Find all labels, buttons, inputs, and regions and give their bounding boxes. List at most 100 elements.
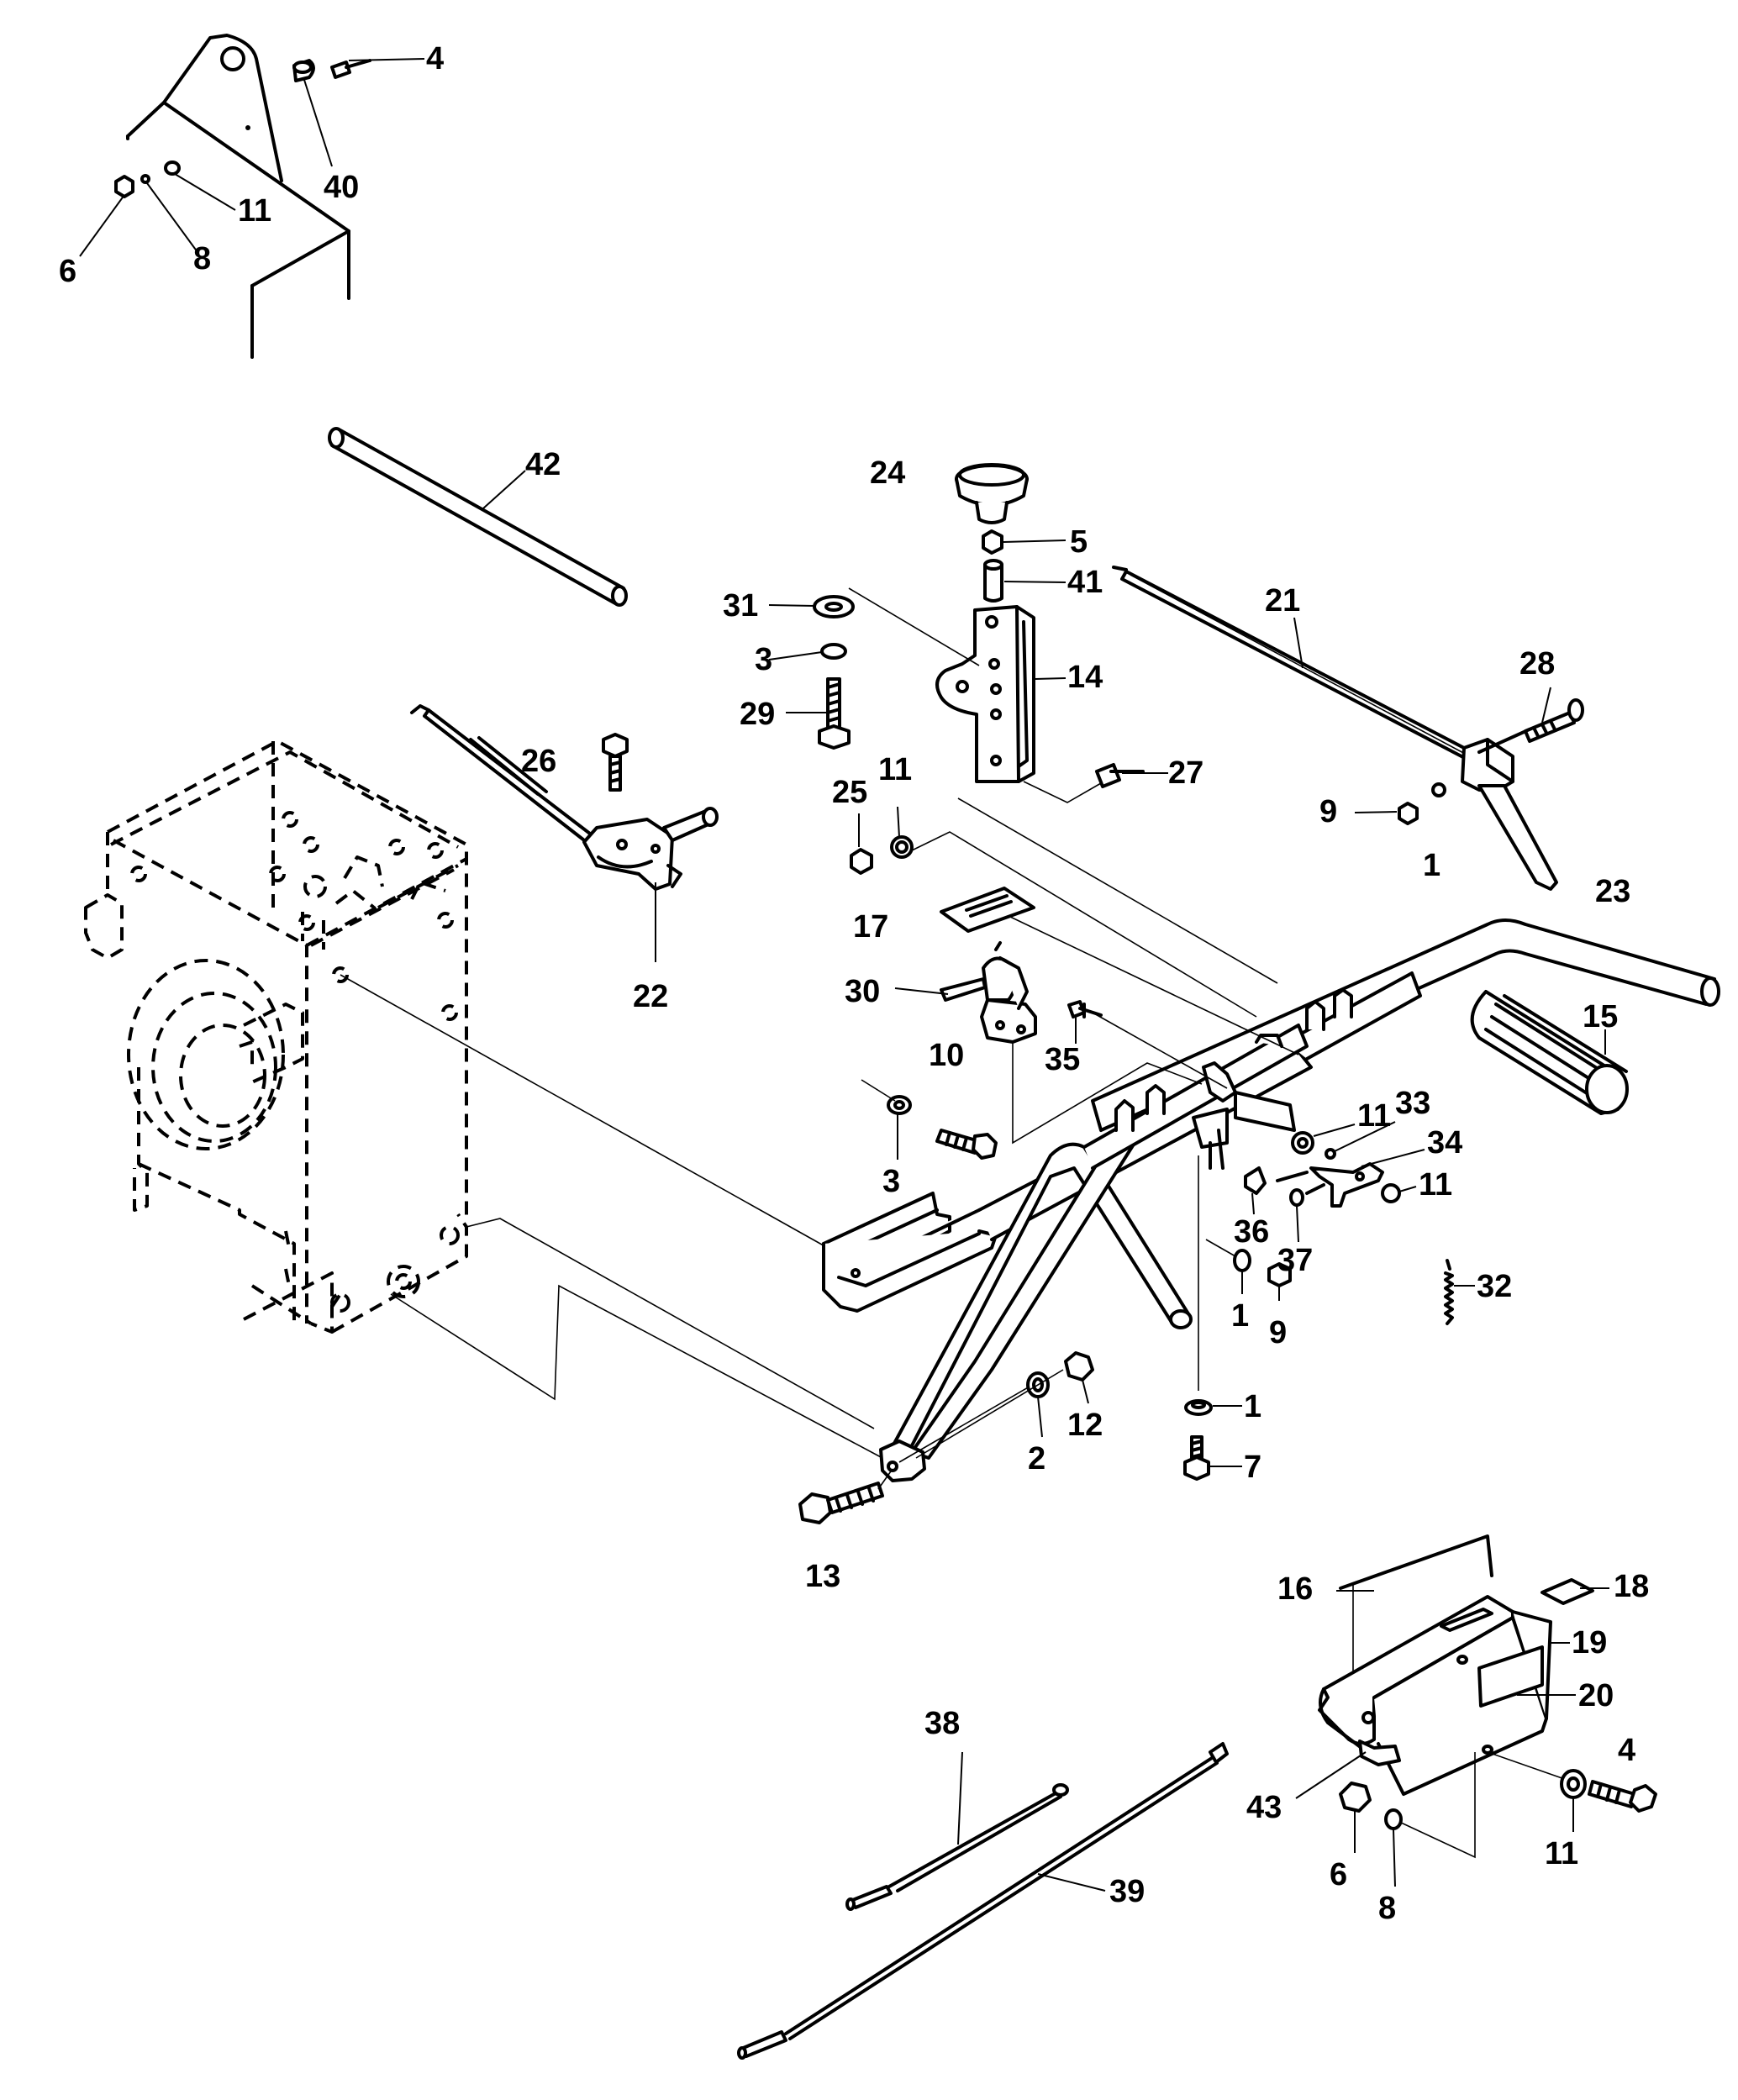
callout-11-c: 11 xyxy=(1357,1098,1391,1134)
screw-4-top xyxy=(330,59,371,79)
callout-7: 7 xyxy=(1244,1450,1261,1485)
knob-24 xyxy=(955,463,1029,524)
rod-38 xyxy=(845,1783,1069,1911)
callout-8-bottom: 8 xyxy=(1378,1891,1396,1926)
callout-26: 26 xyxy=(521,744,556,779)
callout-18: 18 xyxy=(1614,1569,1649,1604)
bolt-left-mid xyxy=(935,1129,998,1160)
bracket-34 xyxy=(1309,1162,1384,1208)
washer-11-d xyxy=(1381,1183,1401,1203)
callout-3-upper: 3 xyxy=(755,642,772,677)
screw-37 xyxy=(1276,1171,1325,1207)
callout-17: 17 xyxy=(853,909,888,945)
clip-40 xyxy=(292,59,315,82)
decal-18 xyxy=(1540,1578,1594,1605)
callout-42: 42 xyxy=(525,447,561,482)
nut-9-lower xyxy=(1267,1262,1292,1287)
callout-25: 25 xyxy=(832,775,867,810)
washer-1-right xyxy=(1431,782,1446,797)
bolt-13 xyxy=(798,1482,884,1524)
callout-1-mid: 1 xyxy=(1231,1298,1249,1334)
callout-22: 22 xyxy=(633,979,668,1014)
callout-38: 38 xyxy=(924,1706,960,1741)
bracket-14 xyxy=(935,605,1066,783)
nut-6-bottom xyxy=(1339,1782,1372,1813)
bolt-4-lower xyxy=(1588,1780,1657,1813)
lever-23 xyxy=(1461,738,1558,891)
washer-11-e xyxy=(1560,1769,1587,1799)
callout-23: 23 xyxy=(1595,874,1630,909)
callout-12: 12 xyxy=(1067,1408,1103,1443)
callout-2: 2 xyxy=(1028,1441,1045,1476)
callout-1-bottom: 1 xyxy=(1244,1389,1261,1424)
callout-11-top: 11 xyxy=(238,193,271,229)
screw-28 xyxy=(1477,698,1584,754)
callout-10: 10 xyxy=(929,1038,964,1073)
screw-27 xyxy=(1095,763,1145,788)
nut-5 xyxy=(982,529,1003,555)
spacer-41 xyxy=(983,559,1003,603)
washer-11-top xyxy=(164,161,181,176)
housing-19 xyxy=(1318,1595,1552,1796)
callout-labels: 4 40 11 6 8 42 24 5 41 31 3 14 29 21 28 … xyxy=(59,41,1649,1926)
decal-17 xyxy=(940,887,1035,933)
lock-washer-3-upper xyxy=(820,643,847,660)
clip-36 xyxy=(1244,1166,1267,1195)
callout-16: 16 xyxy=(1277,1571,1313,1607)
callout-27: 27 xyxy=(1168,755,1203,791)
callout-6-bottom: 6 xyxy=(1330,1857,1347,1892)
callout-11-d: 11 xyxy=(1419,1167,1452,1203)
callout-9-lower: 9 xyxy=(1269,1315,1287,1350)
callout-14: 14 xyxy=(1067,660,1103,695)
switch-30 xyxy=(940,941,1037,1044)
callout-4-top: 4 xyxy=(426,41,444,76)
nut-25 xyxy=(850,848,873,875)
callout-28: 28 xyxy=(1519,646,1555,682)
callout-37: 37 xyxy=(1277,1243,1313,1278)
inset-chassis-corner xyxy=(79,34,425,359)
callout-8-top: 8 xyxy=(193,241,211,276)
callout-33: 33 xyxy=(1395,1086,1430,1121)
handle-frame xyxy=(822,918,1720,1482)
callout-9-right: 9 xyxy=(1319,794,1337,829)
callout-4-lower: 4 xyxy=(1618,1733,1635,1768)
tube-42 xyxy=(328,427,628,607)
callout-24: 24 xyxy=(870,455,905,491)
callout-39: 39 xyxy=(1109,1874,1145,1909)
rod-39 xyxy=(737,1742,1229,2060)
callout-34: 34 xyxy=(1427,1125,1462,1161)
washer-11-c xyxy=(1291,1131,1314,1155)
callout-11-e: 11 xyxy=(1545,1836,1578,1871)
callout-6-top: 6 xyxy=(59,254,76,289)
callout-21: 21 xyxy=(1265,583,1300,618)
callout-15: 15 xyxy=(1583,999,1618,1034)
callout-31: 31 xyxy=(723,588,758,624)
callout-30: 30 xyxy=(845,974,880,1009)
callout-43: 43 xyxy=(1246,1790,1282,1825)
nut-6-top xyxy=(114,175,134,198)
lock-washer-8-top xyxy=(140,174,150,184)
callout-3-lower: 3 xyxy=(882,1164,900,1199)
callout-20: 20 xyxy=(1578,1678,1614,1713)
callout-36: 36 xyxy=(1234,1214,1269,1250)
washer-33 xyxy=(1325,1148,1336,1160)
callout-40: 40 xyxy=(324,170,359,205)
bolt-7 xyxy=(1183,1435,1210,1481)
callout-19: 19 xyxy=(1572,1625,1607,1661)
callout-1-right: 1 xyxy=(1423,848,1440,883)
callout-29: 29 xyxy=(740,697,775,732)
washer-11-b xyxy=(890,835,914,859)
nut-9-right xyxy=(1398,802,1419,825)
callout-35: 35 xyxy=(1045,1042,1080,1077)
lock-washer-8-bottom xyxy=(1384,1808,1403,1830)
callout-11-b: 11 xyxy=(878,752,912,787)
callout-13: 13 xyxy=(805,1559,840,1594)
control-22 xyxy=(410,704,719,891)
nut-12 xyxy=(1064,1351,1094,1382)
screw-35 xyxy=(1067,1000,1103,1018)
washer-1-lower xyxy=(1233,1249,1251,1272)
callout-32: 32 xyxy=(1477,1269,1512,1304)
bolt-26 xyxy=(602,733,629,792)
bracket-43 xyxy=(1358,1739,1401,1766)
